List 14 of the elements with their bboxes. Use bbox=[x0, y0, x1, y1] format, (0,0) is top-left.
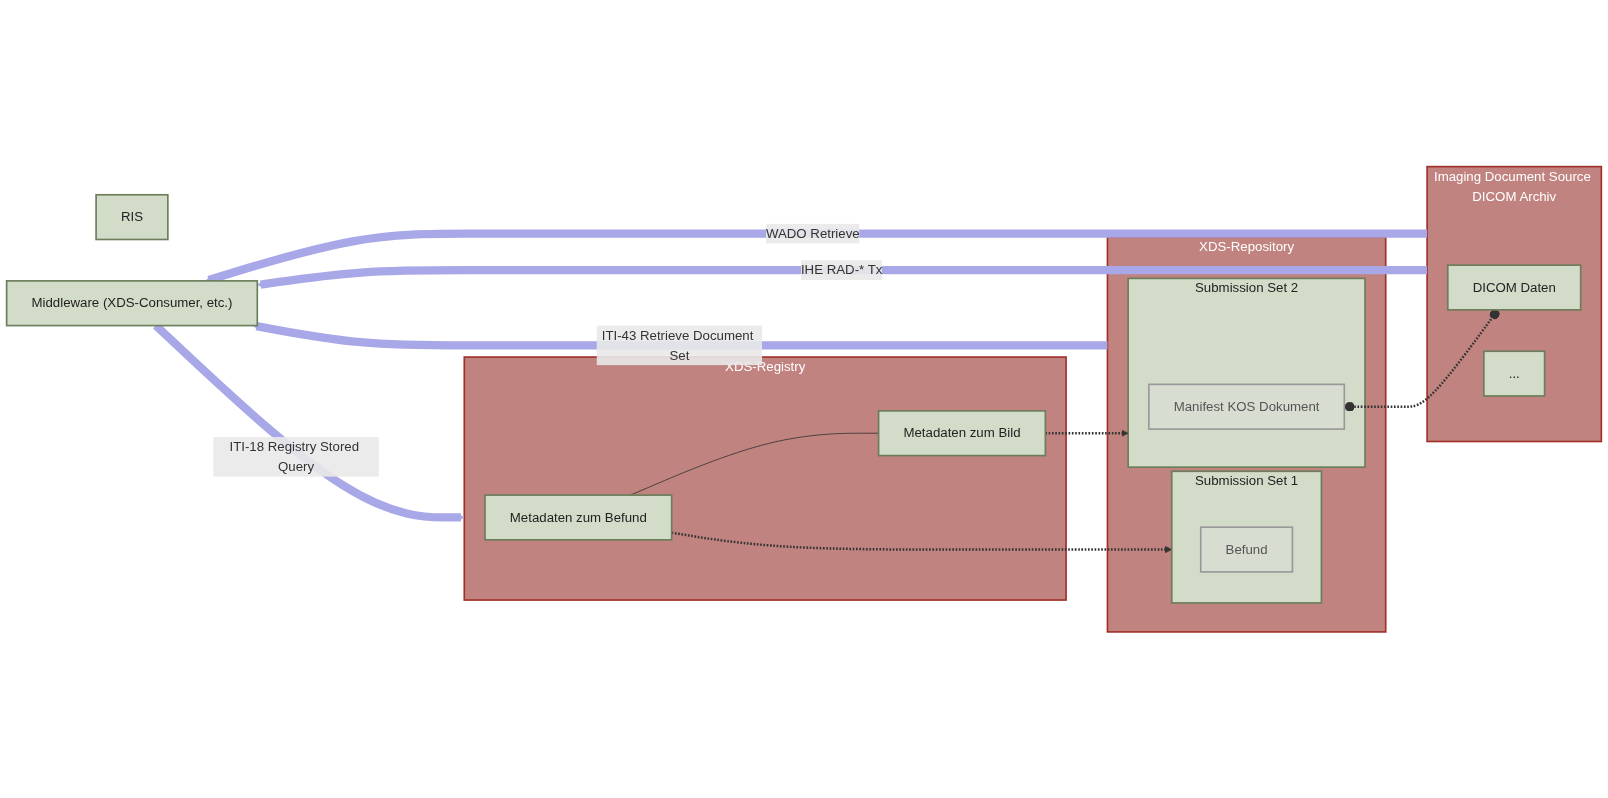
node-box: DICOM Daten bbox=[1446, 264, 1582, 311]
node-box: ... bbox=[1483, 350, 1546, 397]
node-box: Metadaten zum Bild bbox=[877, 409, 1047, 457]
node-box: Metadaten zum Befund bbox=[484, 494, 673, 541]
edge-label: ITI-18 Registry Stored Query bbox=[229, 439, 360, 474]
node-box: RIS bbox=[95, 193, 169, 241]
node-box: Manifest KOS Dokument bbox=[1148, 383, 1346, 430]
edge-label: WADO Retrieve bbox=[765, 225, 860, 241]
arrow bbox=[1045, 429, 1129, 437]
connector bbox=[1344, 308, 1500, 412]
arrow bbox=[256, 265, 1428, 289]
node-box: Middleware (XDS-Consumer, etc.) bbox=[5, 279, 259, 327]
node-box: Befund bbox=[1199, 526, 1294, 573]
edge-label: IHE RAD-* Tx bbox=[800, 262, 883, 277]
